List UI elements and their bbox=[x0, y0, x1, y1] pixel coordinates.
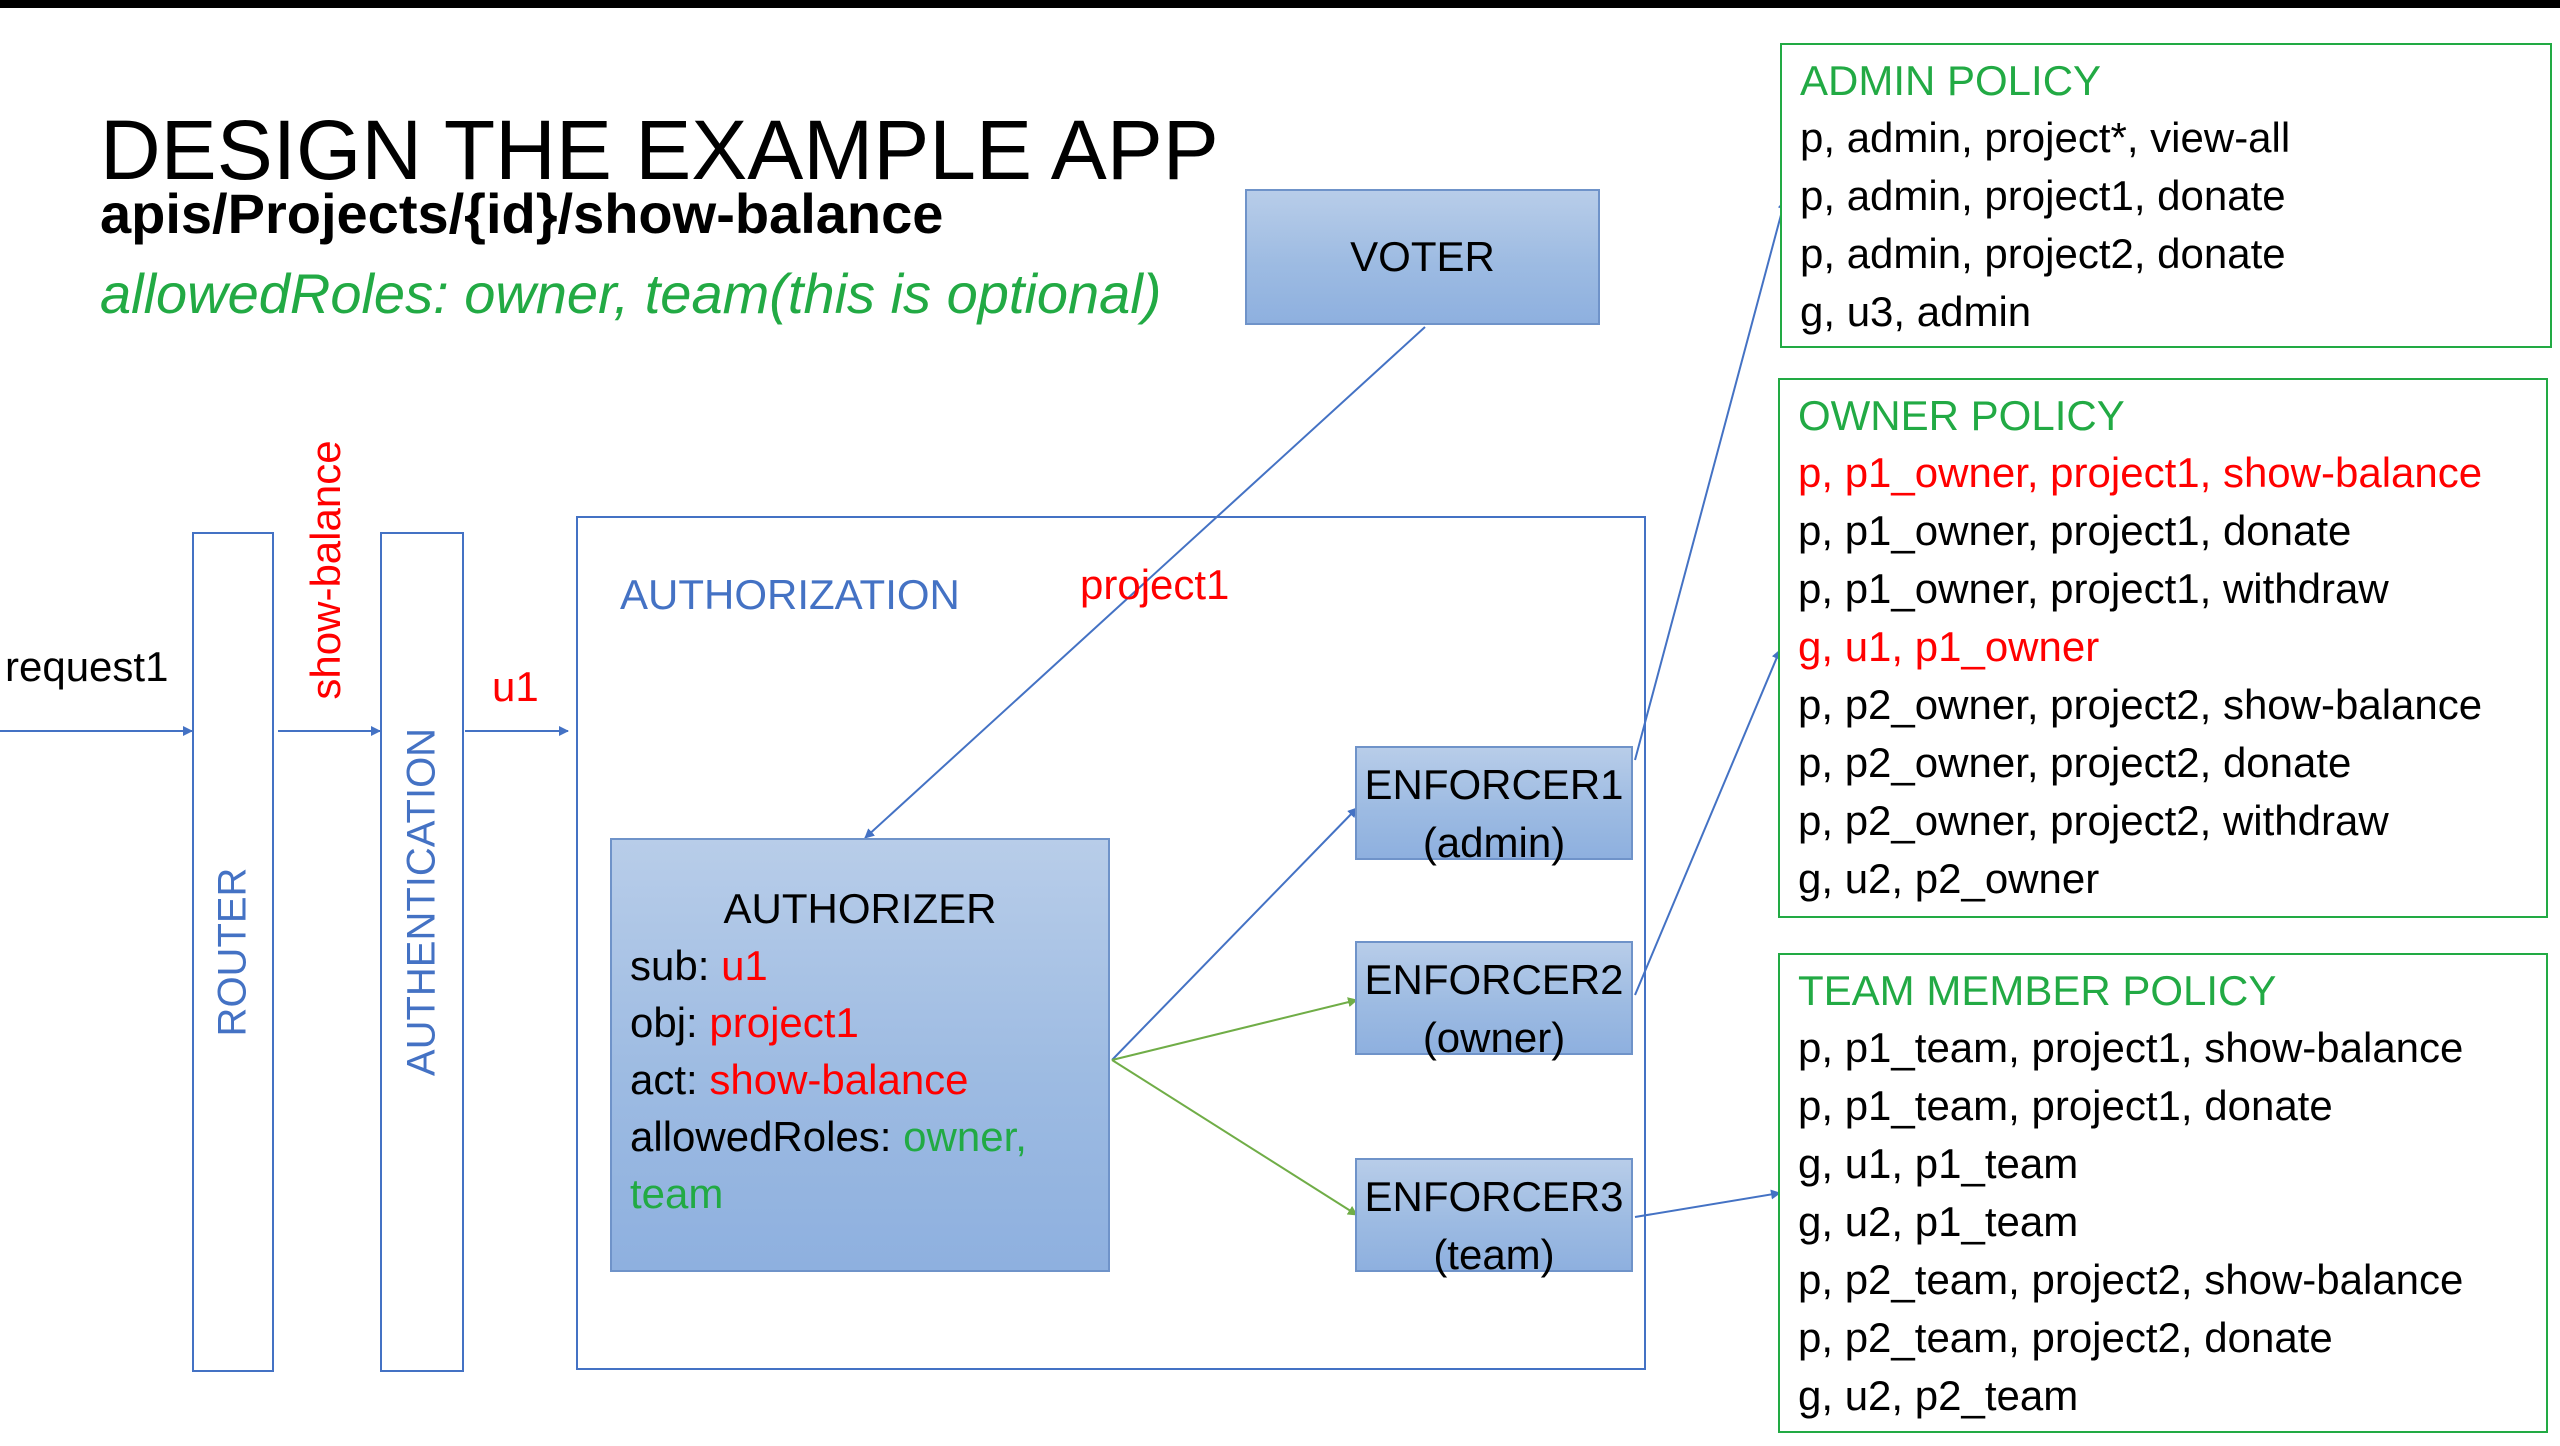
enforcer1-box: ENFORCER1 (admin) bbox=[1355, 746, 1633, 866]
authentication-box: AUTHENTICATION bbox=[380, 532, 464, 1372]
admin-policy-line: p, admin, project1, donate bbox=[1800, 172, 2286, 219]
allowed-roles-note: allowedRoles: owner, team(this is option… bbox=[100, 262, 1162, 325]
enforcer3-name: ENFORCER3 bbox=[1364, 1173, 1624, 1220]
enforcer1-role: (admin) bbox=[1422, 819, 1566, 866]
owner-policy-title: OWNER POLICY bbox=[1798, 392, 2125, 439]
request-label: request1 bbox=[5, 643, 169, 690]
authorizer-to-enforcer2-arrow bbox=[1111, 997, 1358, 1061]
voter-to-authorizer-arrow bbox=[864, 326, 1426, 839]
sub-key: sub: bbox=[630, 942, 722, 989]
authorizer-title: AUTHORIZER bbox=[723, 885, 997, 932]
roles-value-1: owner, bbox=[903, 1113, 1027, 1160]
obj-key: obj: bbox=[630, 999, 710, 1046]
owner-policy-line-highlighted: g, u1, p1_owner bbox=[1798, 623, 2100, 670]
voter-label: VOTER bbox=[1350, 233, 1495, 280]
router-box: ROUTER bbox=[192, 532, 274, 1372]
authorizer-box: AUTHORIZER sub: u1 obj: project1 act: sh… bbox=[610, 838, 1110, 1272]
router-output-label: show-balance bbox=[302, 440, 349, 700]
team-policy-line: p, p1_team, project1, show-balance bbox=[1798, 1024, 2464, 1071]
enforcer1-to-admin-policy-arrow bbox=[1634, 199, 1788, 761]
act-value: show-balance bbox=[709, 1056, 969, 1103]
top-border bbox=[0, 0, 2560, 8]
team-policy-line: p, p2_team, project2, show-balance bbox=[1798, 1256, 2464, 1303]
admin-policy-line: p, admin, project*, view-all bbox=[1800, 114, 2291, 161]
obj-value: project1 bbox=[709, 999, 859, 1046]
api-path: apis/Projects/{id}/show-balance bbox=[100, 182, 944, 245]
enforcer1-name: ENFORCER1 bbox=[1364, 761, 1624, 808]
authorizer-roles-row: allowedRoles: owner, bbox=[612, 1108, 1108, 1165]
roles-value-2: team bbox=[630, 1170, 724, 1217]
authorizer-to-enforcer1-arrow bbox=[1111, 807, 1358, 1061]
team-policy-line: g, u2, p1_team bbox=[1798, 1198, 2079, 1245]
enforcer2-to-owner-policy-arrow bbox=[1634, 649, 1782, 996]
roles-key: allowedRoles: bbox=[630, 1113, 904, 1160]
team-policy-line: g, u2, p2_team bbox=[1798, 1372, 2079, 1419]
authorizer-obj-row: obj: project1 bbox=[612, 994, 1108, 1051]
sub-value: u1 bbox=[721, 942, 768, 989]
team-policy-line: g, u1, p1_team bbox=[1798, 1140, 2079, 1187]
owner-policy-line: g, u2, p2_owner bbox=[1798, 855, 2100, 902]
enforcer2-box: ENFORCER2 (owner) bbox=[1355, 941, 1633, 1061]
owner-policy-line-highlighted: p, p1_owner, project1, show-balance bbox=[1798, 449, 2483, 496]
owner-policy-line: p, p1_owner, project1, withdraw bbox=[1798, 565, 2389, 612]
authorizer-act-row: act: show-balance bbox=[612, 1051, 1108, 1108]
owner-policy-line: p, p2_owner, project2, show-balance bbox=[1798, 681, 2483, 728]
team-policy-box: TEAM MEMBER POLICY p, p1_team, project1,… bbox=[1778, 953, 2548, 1433]
authorization-frame bbox=[576, 516, 1646, 1370]
act-key: act: bbox=[630, 1056, 710, 1103]
enforcer3-box: ENFORCER3 (team) bbox=[1355, 1158, 1633, 1278]
admin-policy-title: ADMIN POLICY bbox=[1800, 57, 2102, 104]
owner-policy-box: OWNER POLICY p, p1_owner, project1, show… bbox=[1778, 378, 2548, 918]
team-policy-title: TEAM MEMBER POLICY bbox=[1798, 967, 2277, 1014]
enforcer3-role: (team) bbox=[1433, 1231, 1555, 1278]
enforcer3-to-team-policy-arrow bbox=[1634, 1189, 1781, 1218]
router-label: ROUTER bbox=[210, 867, 255, 1037]
owner-policy-line: p, p1_owner, project1, donate bbox=[1798, 507, 2352, 554]
enforcer2-name: ENFORCER2 bbox=[1364, 956, 1624, 1003]
authorization-label: AUTHORIZATION bbox=[620, 571, 960, 618]
authorizer-sub-row: sub: u1 bbox=[612, 937, 1108, 994]
authorizer-roles-row-2: team bbox=[612, 1165, 1108, 1222]
authentication-label: AUTHENTICATION bbox=[399, 727, 444, 1077]
admin-policy-line: p, admin, project2, donate bbox=[1800, 230, 2286, 277]
page-title: DESIGN THE EXAMPLE APP bbox=[100, 103, 1219, 197]
team-policy-line: p, p2_team, project2, donate bbox=[1798, 1314, 2333, 1361]
voter-output-label: project1 bbox=[1080, 561, 1230, 608]
voter-box: VOTER bbox=[1245, 189, 1600, 325]
owner-policy-line: p, p2_owner, project2, withdraw bbox=[1798, 797, 2389, 844]
enforcer2-role: (owner) bbox=[1422, 1014, 1566, 1061]
owner-policy-line: p, p2_owner, project2, donate bbox=[1798, 739, 2352, 786]
team-policy-line: p, p1_team, project1, donate bbox=[1798, 1082, 2333, 1129]
authorizer-to-enforcer3-arrow bbox=[1111, 1059, 1358, 1216]
admin-policy-box: ADMIN POLICY p, admin, project*, view-al… bbox=[1780, 43, 2552, 348]
authentication-output-label: u1 bbox=[492, 663, 539, 710]
admin-policy-line: g, u3, admin bbox=[1800, 288, 2032, 335]
